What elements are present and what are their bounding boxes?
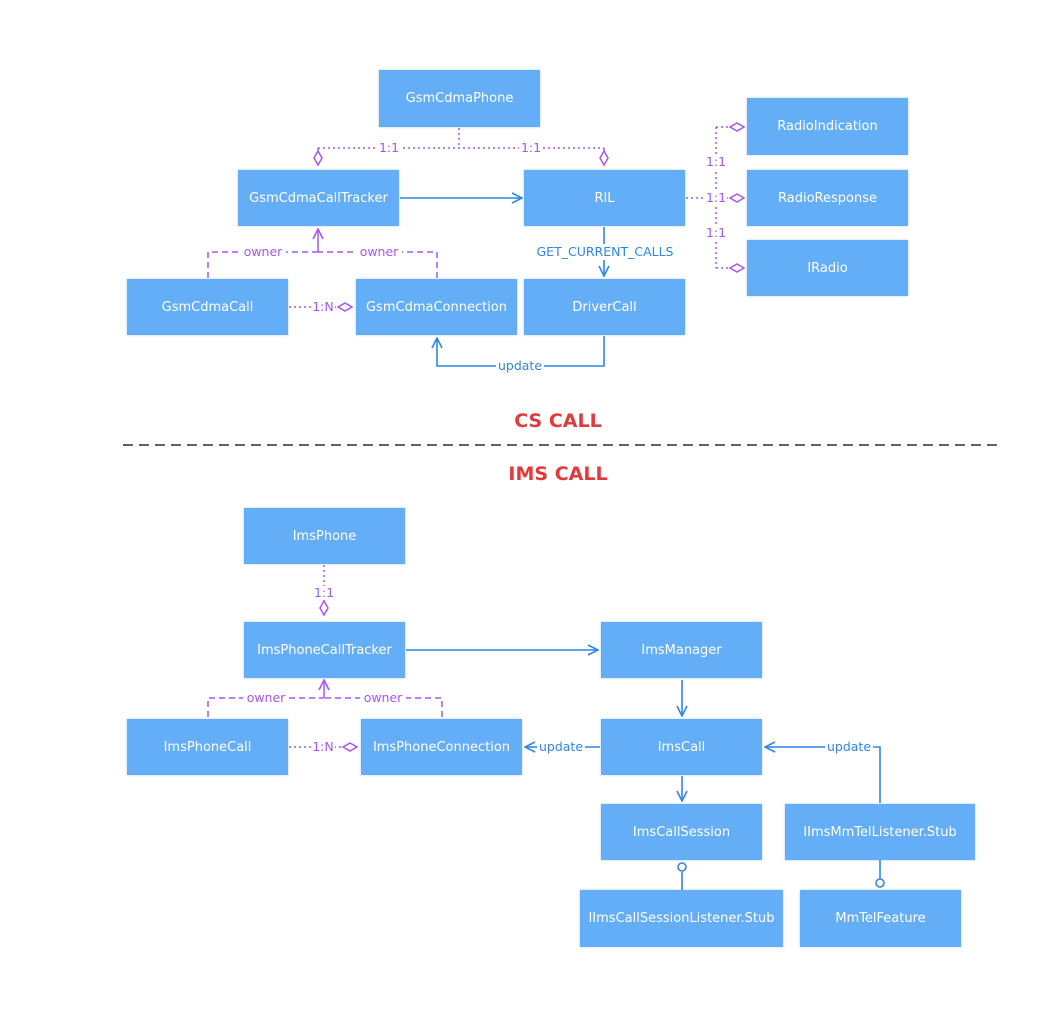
- node-ims-phone[interactable]: ImsPhone: [244, 508, 405, 564]
- node-radio-indication[interactable]: RadioIndication: [747, 98, 908, 155]
- node-ims-phone-call-tracker[interactable]: ImsPhoneCallTracker: [244, 622, 405, 678]
- label-ims-update-connection: update: [539, 739, 583, 754]
- node-ims-phone-call[interactable]: ImsPhoneCall: [127, 719, 288, 775]
- node-gsm-cdma-call[interactable]: GsmCdmaCall: [127, 279, 288, 335]
- label-cs-owner-right: owner: [360, 244, 399, 259]
- label-ril-response: 1:1: [706, 190, 726, 205]
- node-iradio[interactable]: IRadio: [747, 240, 908, 296]
- label-ims-phone-tracker: 1:1: [314, 585, 334, 600]
- edge-session-listener-stub: [677, 862, 687, 890]
- node-ims-manager[interactable]: ImsManager: [601, 622, 762, 678]
- label-cs-update: update: [498, 358, 542, 373]
- edge-listener-mmtel: [875, 860, 885, 888]
- title-cs-call: CS CALL: [514, 410, 602, 432]
- node-ims-phone-connection[interactable]: ImsPhoneConnection: [361, 719, 522, 775]
- node-gsm-cdma-call-tracker[interactable]: GsmCdmaCallTracker: [238, 170, 399, 226]
- label-ims-update-imscall: update: [827, 739, 871, 754]
- node-gsm-cdma-phone[interactable]: GsmCdmaPhone: [379, 70, 540, 127]
- node-gsm-cdma-connection[interactable]: GsmCdmaConnection: [356, 279, 517, 335]
- label-phone-ril: 1:1: [521, 140, 541, 155]
- label-phone-tracker: 1:1: [379, 140, 399, 155]
- label-ril-iradio: 1:1: [706, 225, 726, 240]
- edge-phone-aggregation: [313, 128, 609, 167]
- node-mmtel-feature[interactable]: MmTelFeature: [800, 890, 961, 947]
- node-driver-call[interactable]: DriverCall: [524, 279, 685, 335]
- node-radio-response[interactable]: RadioResponse: [747, 170, 908, 226]
- title-ims-call: IMS CALL: [508, 463, 608, 485]
- label-cs-owner-left: owner: [244, 244, 283, 259]
- node-ims-mmtel-listener-stub[interactable]: IImsMmTelListener.Stub: [785, 804, 975, 860]
- node-ril[interactable]: RIL: [524, 170, 685, 226]
- node-ims-call-session[interactable]: ImsCallSession: [601, 804, 762, 860]
- label-get-current-calls: GET_CURRENT_CALLS: [537, 244, 674, 259]
- label-ril-indication: 1:1: [706, 154, 726, 169]
- label-ims-owner-right: owner: [364, 690, 403, 705]
- label-cs-call-connection: 1:N: [312, 299, 334, 314]
- label-ims-call-connection: 1:N: [312, 739, 334, 754]
- node-ims-call-session-listener-stub[interactable]: IImsCallSessionListener.Stub: [580, 890, 783, 947]
- label-ims-owner-left: owner: [247, 690, 286, 705]
- edge-listener-imscall-update: [765, 747, 881, 803]
- node-ims-call[interactable]: ImsCall: [601, 719, 762, 775]
